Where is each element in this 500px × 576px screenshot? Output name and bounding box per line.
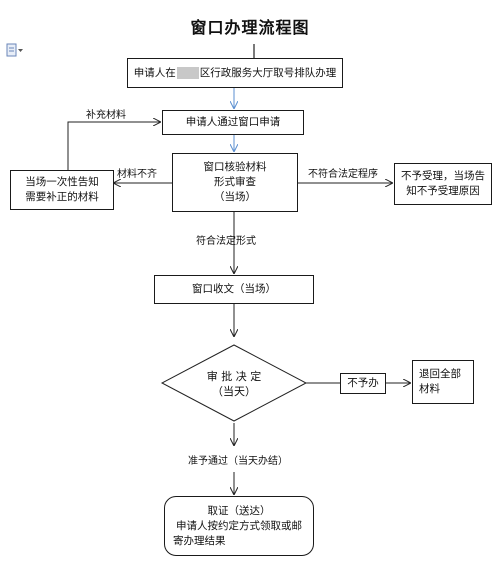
apply-box: 申请人通过窗口申请: [162, 110, 304, 135]
queue-box: 申请人在 区行政服务大厅取号排队办理: [127, 58, 343, 88]
return-line-2: 材料: [419, 383, 440, 395]
collect-line-3: 寄办理结果: [173, 534, 226, 547]
check-box: 窗口核验材料 形式审查 （当场）: [172, 153, 298, 212]
label-incomplete: 材料不齐: [117, 169, 157, 180]
redacted-area: [176, 67, 199, 79]
return-line-1: 退回全部: [419, 368, 461, 380]
page-title: 窗口办理流程图: [190, 18, 310, 37]
collect-line-1: 取证（送达）: [207, 504, 271, 517]
notify-box: 当场一次性告知 需要补正的材料: [10, 170, 114, 210]
notify-line-1: 当场一次性告知: [25, 176, 99, 188]
receive-box: 窗口收文（当场）: [154, 275, 314, 304]
queue-text-before: 申请人在: [133, 66, 176, 79]
reject-line-2: 知不予受理原因: [406, 185, 480, 197]
notify-line-2: 需要补正的材料: [25, 191, 99, 203]
collect-box: 取证（送达） 申请人按约定方式领取或邮 寄办理结果: [164, 496, 314, 556]
label-compliant: 符合法定形式: [196, 236, 256, 247]
receive-text: 窗口收文（当场）: [192, 283, 276, 295]
check-line-3: （当场）: [214, 191, 256, 203]
decision-line-2: （当天）: [212, 385, 256, 398]
queue-text-after: 区行政服务大厅取号排队办理: [199, 66, 337, 79]
decision-line-1: 审 批 决 定: [206, 370, 262, 383]
check-line-2: 形式审查: [214, 176, 256, 188]
refuse-text: 不予办: [347, 377, 379, 389]
collect-line-2: 申请人按约定方式领取或邮: [176, 519, 302, 532]
apply-text: 申请人通过窗口申请: [185, 116, 281, 128]
decision-text: 审 批 决 定 （当天）: [184, 369, 284, 399]
reject-box: 不予受理，当场告 知不予受理原因: [394, 163, 492, 205]
check-line-1: 窗口核验材料: [203, 161, 267, 173]
label-approved: 准予通过（当天办结）: [188, 456, 288, 467]
refuse-box: 不予办: [340, 373, 386, 394]
return-box: 退回全部 材料: [412, 360, 474, 404]
reject-line-1: 不予受理，当场告: [401, 170, 485, 182]
label-non-compliant: 不符合法定程序: [308, 169, 378, 180]
decision-diamond: [160, 344, 308, 422]
label-supplement: 补充材料: [86, 110, 126, 121]
document-icon[interactable]: [6, 43, 24, 57]
